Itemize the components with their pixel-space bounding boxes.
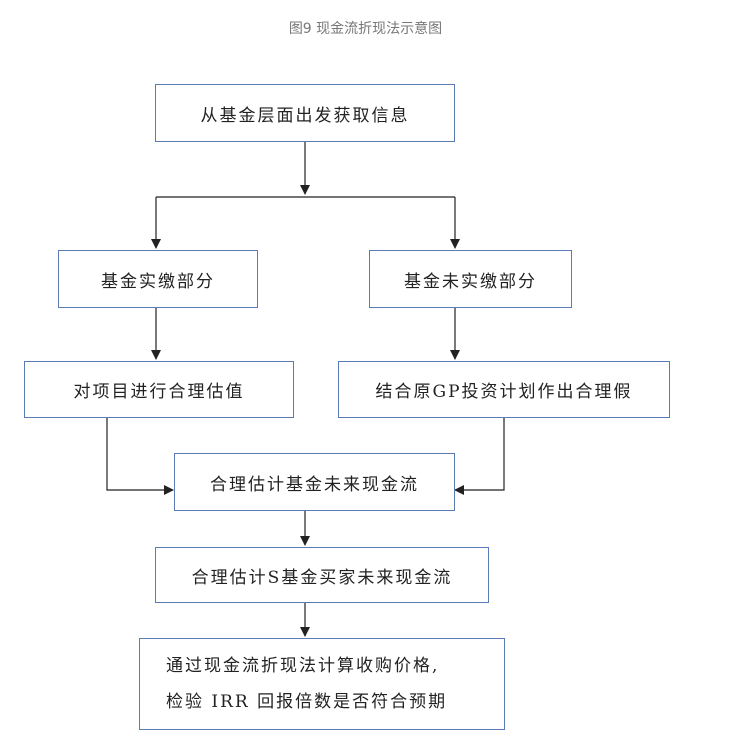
node-unpaid: 基金未实缴部分	[369, 250, 572, 308]
node-start: 从基金层面出发获取信息	[155, 84, 455, 142]
node-buyer-cashflow: 合理估计S基金买家未来现金流	[155, 547, 489, 603]
node-start-label: 从基金层面出发获取信息	[200, 105, 410, 126]
node-fund-cashflow: 合理估计基金未来现金流	[174, 453, 455, 511]
node-final-line2: 检验 IRR 回报倍数是否符合预期	[166, 692, 448, 712]
node-assumption-label: 结合原GP投资计划作出合理假	[375, 382, 633, 402]
node-paid-label: 基金实缴部分	[101, 271, 215, 292]
node-final-line1: 通过现金流折现法计算收购价格,	[166, 656, 440, 676]
node-final: 通过现金流折现法计算收购价格, 检验 IRR 回报倍数是否符合预期	[139, 638, 505, 730]
node-paid: 基金实缴部分	[58, 250, 258, 308]
figure-caption: 图9 现金流折现法示意图	[288, 21, 443, 37]
node-buyer-cashflow-label: 合理估计S基金买家未来现金流	[191, 567, 453, 588]
arrow-assumption-to-fundcf	[454, 418, 505, 495]
node-valuation: 对项目进行合理估值	[24, 361, 294, 418]
node-valuation-label: 对项目进行合理估值	[73, 382, 245, 402]
node-assumption: 结合原GP投资计划作出合理假	[338, 361, 670, 418]
node-unpaid-label: 基金未实缴部分	[404, 271, 537, 292]
arrow-valuation-to-fundcf	[106, 418, 174, 495]
node-fund-cashflow-label: 合理估计基金未来现金流	[210, 474, 419, 495]
